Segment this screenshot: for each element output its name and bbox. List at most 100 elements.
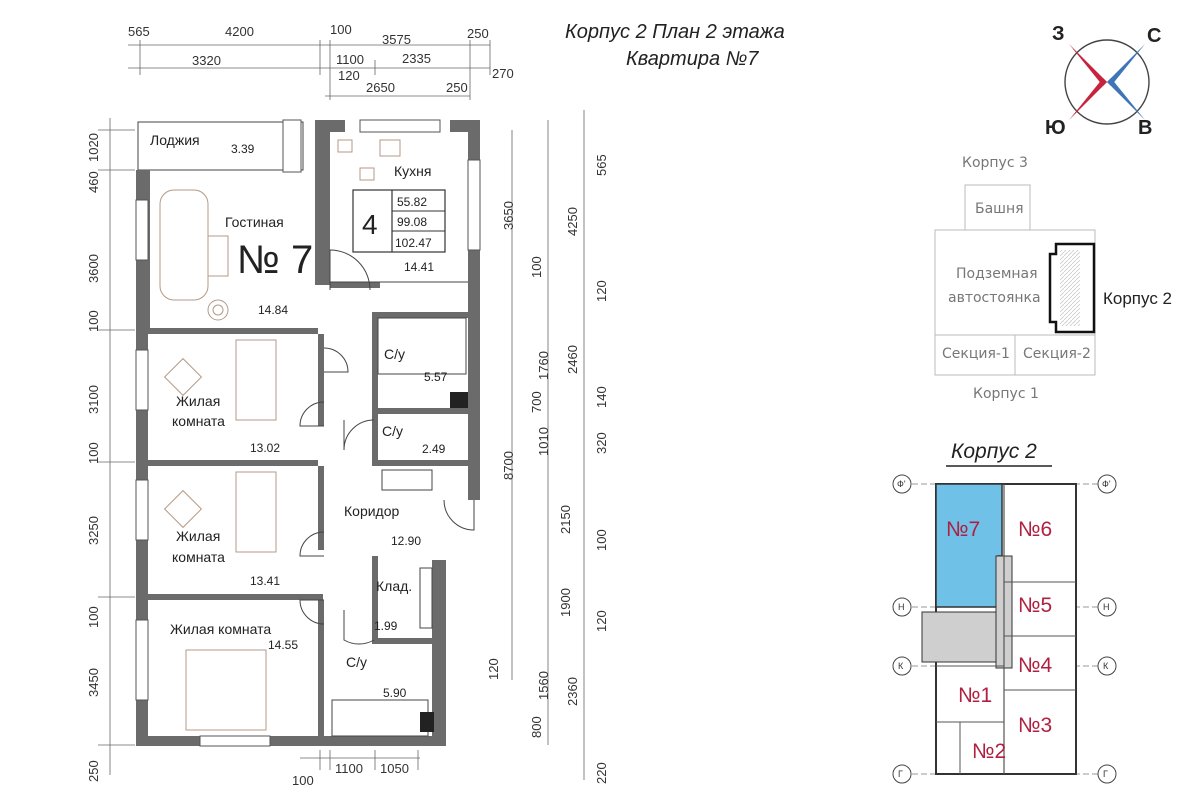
- axis-label: Н: [898, 602, 905, 612]
- dim-left: 460: [86, 171, 101, 193]
- floor-key-highlight-apt7: [935, 483, 1003, 608]
- dim-right-middle: 8700: [501, 451, 516, 480]
- wall-right-lower: [432, 560, 446, 746]
- room-name-kitchen: Кухня: [394, 163, 431, 179]
- axis-label: Ф': [1102, 479, 1111, 489]
- keyplan-section2: Секция-2: [1023, 346, 1091, 362]
- dim-top: 565: [128, 24, 150, 39]
- apt-label: №3: [1018, 714, 1052, 737]
- keyplan-parking-line2: автостоянка: [948, 290, 1041, 306]
- room-area-loggia: 3.39: [231, 142, 255, 156]
- sheet-title: Корпус 2 План 2 этажа: [565, 21, 785, 43]
- total-area-with-loggia: 102.47: [395, 236, 432, 250]
- dim-right-outer: 4250: [565, 207, 580, 236]
- keyplan-section1: Секция-1: [942, 346, 1010, 362]
- room-area-bath3: 5.90: [383, 686, 407, 700]
- apartment-plan: Лоджия 3.39 Кухня 14.41 Гостиная 14.84 С…: [135, 119, 481, 747]
- wall-bottom: [136, 736, 446, 746]
- total-area: 99.08: [397, 215, 427, 229]
- apartment-title: Квартира №7: [626, 48, 759, 70]
- dim-top: 250: [467, 26, 489, 41]
- dim-right-inner: 1010: [536, 427, 551, 456]
- floor-key-plan: Корпус 2 Ф' Ф' Н Н К К Г Г: [892, 440, 1117, 784]
- keyplan-current-label: Корпус 2: [1103, 289, 1172, 308]
- dim-right-outer: 120: [594, 280, 609, 302]
- axis-label: Г: [1103, 769, 1108, 779]
- dim-right-outer: 565: [594, 154, 609, 176]
- apt-label: №2: [972, 740, 1006, 763]
- dim-left: 3100: [86, 385, 101, 414]
- dim-top: 4200: [225, 24, 254, 39]
- dim-right-inner: 3650: [501, 201, 516, 230]
- dim-left: 3450: [86, 668, 101, 697]
- room-area-storage: 1.99: [374, 619, 398, 633]
- dim-top: 3575: [382, 32, 411, 47]
- keyplan-parking-line1: Подземная: [956, 266, 1038, 282]
- room-area-kitchen: 14.41: [404, 260, 434, 274]
- compass-east: В: [1138, 117, 1152, 139]
- room-name-bedroom2: Жилая: [176, 528, 220, 544]
- dim-top: 2650: [366, 80, 395, 95]
- loggia-outline: [137, 121, 304, 171]
- dim-left: 100: [86, 606, 101, 628]
- dim-right-outer: 120: [594, 610, 609, 632]
- axis-label: Г: [898, 769, 903, 779]
- apt-label: №1: [958, 684, 992, 707]
- room-area-bedroom1: 13.02: [250, 441, 280, 455]
- room-name-bedroom2-line2: комната: [172, 549, 225, 565]
- dim-bottom: 1050: [380, 761, 409, 776]
- dim-right-outer: 2360: [565, 677, 580, 706]
- apt-label: №7: [946, 518, 980, 541]
- dim-top: 250: [446, 80, 468, 95]
- dim-right-outer: 220: [594, 762, 609, 784]
- dim-top: 100: [330, 22, 352, 37]
- keyplan-building1: Корпус 1: [973, 386, 1039, 402]
- dim-right-inner: 1900: [558, 588, 573, 617]
- dim-right-inner: 800: [529, 716, 544, 738]
- dim-top: 2335: [402, 51, 431, 66]
- right-dimensions: 3650 100 1760 700 1010 2150 1900 1560 80…: [486, 110, 609, 784]
- compass-west: З: [1052, 23, 1065, 45]
- dim-right-outer: 100: [594, 529, 609, 551]
- room-name-living: Гостиная: [225, 214, 284, 230]
- top-dimensions: 565 4200 100 3575 250 3320 1100 2335 270…: [128, 22, 514, 100]
- apt-label: №5: [1018, 594, 1052, 617]
- axis-label: К: [898, 661, 904, 671]
- room-area-bath1: 5.57: [424, 370, 448, 384]
- apt-label: №4: [1018, 654, 1053, 677]
- room-name-corridor: Коридор: [344, 503, 400, 519]
- compass-rose: З С Ю В: [1045, 23, 1161, 139]
- dim-right-outer: 140: [594, 386, 609, 408]
- dim-right-inner: 100: [529, 256, 544, 278]
- keyplan-building3: Корпус 3: [962, 155, 1028, 171]
- site-key-plan: Корпус 3 Башня Подземная автостоянка Кор…: [934, 155, 1172, 402]
- room-name-bedroom1-line2: комната: [172, 413, 225, 429]
- dim-right-inner: 1760: [536, 351, 551, 380]
- dim-top: 3320: [192, 53, 221, 68]
- dim-left: 1020: [86, 133, 101, 162]
- dim-right-inner: 700: [529, 391, 544, 413]
- dim-right-inner: 2150: [558, 505, 573, 534]
- room-name-storage: Клад.: [376, 578, 412, 594]
- floor-key-title: Корпус 2: [951, 440, 1037, 463]
- dim-top: 270: [492, 66, 514, 81]
- dim-bottom: 1100: [335, 761, 363, 776]
- wall-kitchen-left: [315, 120, 330, 285]
- dim-left: 100: [86, 442, 101, 464]
- compass-south: Ю: [1045, 117, 1066, 139]
- room-area-corridor: 12.90: [391, 534, 421, 548]
- dim-top: 1100: [336, 52, 364, 67]
- dim-left: 3600: [86, 254, 101, 283]
- compass-north: С: [1147, 25, 1161, 47]
- rooms-count: 4: [362, 209, 378, 240]
- axis-label: Н: [1103, 602, 1110, 612]
- room-name-bath2: С/у: [382, 423, 403, 439]
- room-name-bedroom1: Жилая: [176, 393, 220, 409]
- bottom-dimensions: 100 1100 1050: [292, 750, 420, 788]
- living-area: 55.82: [397, 195, 427, 209]
- room-area-bath2: 2.49: [422, 442, 446, 456]
- left-dimensions: 1020 460 3600 100 3100 100 3250 100 3450…: [86, 118, 135, 782]
- dim-right-inner: 1560: [536, 671, 551, 700]
- keyplan-tower: Башня: [975, 201, 1024, 217]
